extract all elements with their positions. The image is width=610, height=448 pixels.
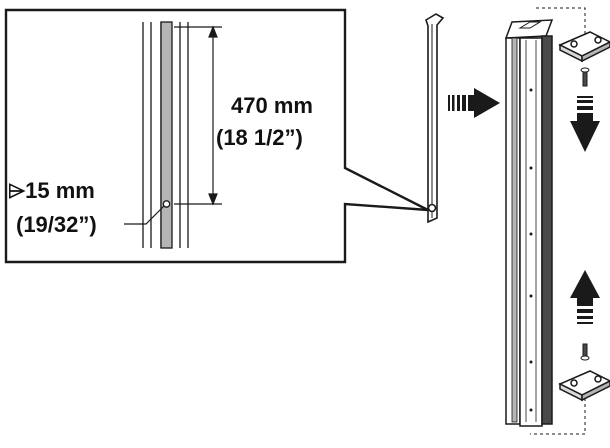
detail-bracket bbox=[142, 21, 189, 249]
length-inch-label: (18 1/2”) bbox=[216, 125, 303, 150]
arrow-up-icon bbox=[570, 270, 600, 324]
length-dimension-line bbox=[174, 25, 222, 206]
length-mm-label: 470 mm bbox=[231, 93, 313, 118]
column-profile bbox=[504, 19, 554, 427]
column-holes bbox=[529, 88, 533, 412]
bottom-screw-icon bbox=[580, 343, 590, 361]
top-plate bbox=[558, 31, 610, 63]
arrow-right-icon bbox=[448, 88, 500, 118]
diameter-inch-label: (19/32”) bbox=[16, 212, 97, 237]
top-screw-icon bbox=[580, 67, 590, 87]
assembly-guides bbox=[530, 7, 586, 435]
arrow-down-icon bbox=[570, 96, 600, 152]
bottom-plate bbox=[558, 370, 610, 402]
diameter-mm-label: ⌲15 mm bbox=[8, 178, 95, 203]
callout-outline bbox=[4, 8, 429, 264]
loose-bracket bbox=[425, 13, 445, 224]
diameter-leader-line bbox=[124, 205, 165, 225]
